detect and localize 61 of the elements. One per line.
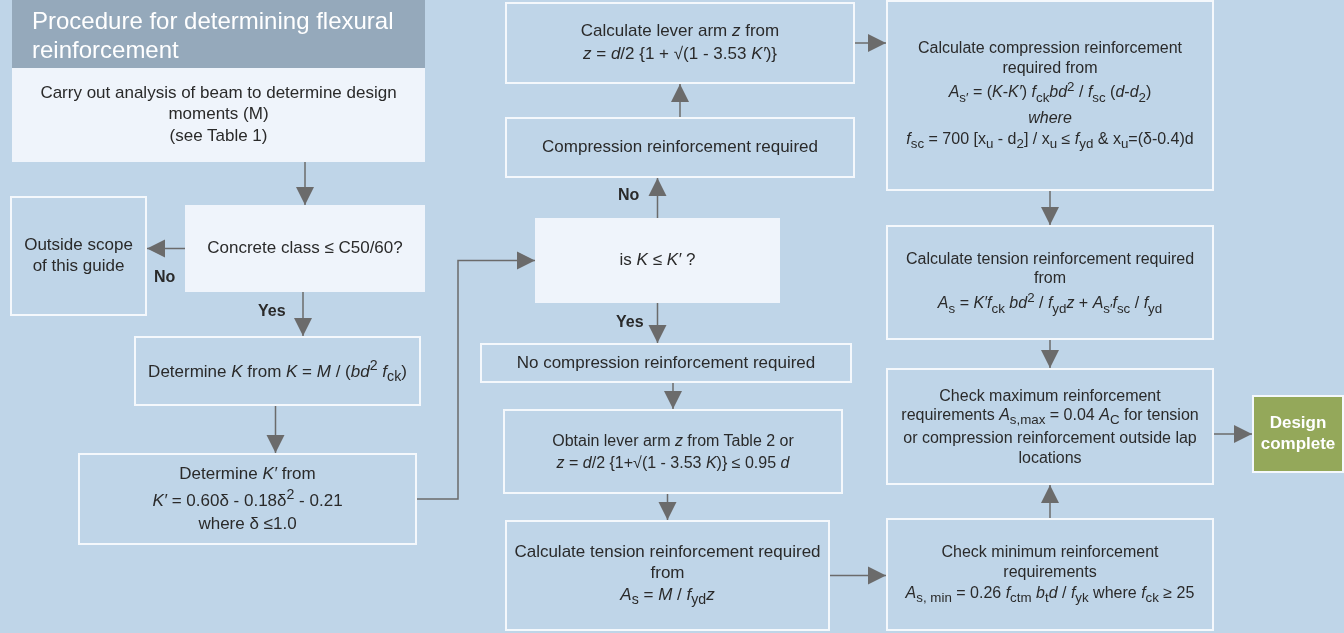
arrow — [416, 251, 536, 500]
arrow — [854, 34, 887, 52]
process-box — [134, 336, 421, 406]
step-text: is K ≤ K′ ? — [619, 250, 696, 271]
process-box — [886, 518, 1214, 631]
step-text: Check maximum reinforcement requirements A$_{s,max}$ = 0.04 A$_{C}$ for tension or compression reinforcement outside lap locations — [900, 385, 1200, 468]
formula: where δ ≤1.0 — [198, 513, 297, 535]
formula: z = d/2 {1+√(1 - 3.53 K)} ≤ 0.95 d — [556, 452, 790, 472]
title: Procedure for determining flexural reinforcement — [32, 6, 395, 64]
arrow — [664, 382, 682, 410]
arrow — [266, 405, 285, 454]
process-box — [78, 453, 417, 545]
edge-label: Yes — [616, 313, 644, 331]
step-text: Carry out analysis of beam to determine design moments (M) — [39, 82, 398, 125]
end-box — [1252, 395, 1344, 473]
formula: K′ = 0.60δ - 0.18δ$^{2}$ - 0.21 — [152, 486, 343, 512]
arrow — [146, 239, 186, 258]
step-text: Design complete — [1260, 413, 1336, 455]
step-text: Determine K from K = M / (bd$^{2}$ f$_{ck}$) — [148, 356, 407, 386]
formula: A$_{s′}$ = (K-K′) f$_{ck}$bd$^{2}$ / f$_{sc}$ (d-d$_{2}$) — [948, 79, 1152, 106]
step-text: Calculate compression reinforcement required from — [916, 38, 1184, 78]
process-box — [12, 68, 425, 162]
step-text: Calculate lever arm z from — [580, 21, 780, 42]
decision-box — [185, 205, 425, 292]
decision-box — [535, 218, 780, 303]
step-text: where — [1028, 107, 1072, 128]
process-box — [505, 520, 830, 631]
arrow — [296, 161, 314, 206]
edge-label: No — [618, 186, 640, 204]
process-box — [505, 117, 855, 178]
process-box — [503, 409, 843, 494]
process-box — [480, 343, 852, 383]
process-box — [886, 225, 1214, 340]
arrow — [294, 291, 312, 337]
step-text: Obtain lever arm z from Table 2 or — [552, 431, 794, 451]
step-text: (see Table 1) — [169, 126, 268, 148]
edge-label: No — [154, 268, 176, 286]
step-text: Compression reinforcement required — [542, 137, 818, 158]
formula: A$_{s, min}$ = 0.26 f$_{ctm}$ b$_{t}$d / f$_{yk}$ where f$_{ck}$ ≥ 25 — [905, 583, 1195, 607]
step-text: Concrete class ≤ C50/60? — [207, 238, 403, 259]
arrow — [1213, 425, 1253, 443]
step-text: No compression reinforcement required — [516, 352, 816, 374]
process-box — [505, 2, 855, 84]
arrow — [648, 302, 667, 344]
formula: A$_{s}$ = K′f$_{ck}$ bd$^{2}$ / f$_{yd}$z + A$_{s′}$f$_{sc}$ / f$_{yd}$ — [937, 289, 1163, 317]
process-box — [10, 196, 147, 316]
process-box — [886, 368, 1214, 485]
arrow — [648, 177, 667, 219]
arrow — [671, 83, 689, 118]
formula: f$_{sc}$ = 700 [x$_{u}$ - d$_{2}$] / x$_{u}$ ≤ f$_{yd}$ & x$_{u}$=(δ-0.4)d — [906, 129, 1194, 153]
process-box — [886, 0, 1214, 191]
arrow — [1041, 484, 1059, 519]
arrow — [829, 566, 887, 585]
edge-label: Yes — [258, 302, 286, 320]
step-text: Outside scope of this guide — [23, 235, 134, 277]
step-text: Determine K′ from — [179, 463, 316, 485]
arrow — [1041, 190, 1059, 226]
formula: A$_{s}$ = M / f$_{yd}$z — [620, 585, 715, 610]
formula: z = d/2 {1 + √(1 - 3.53 K′)} — [583, 44, 777, 65]
arrow — [658, 493, 677, 521]
arrow — [1041, 339, 1059, 369]
